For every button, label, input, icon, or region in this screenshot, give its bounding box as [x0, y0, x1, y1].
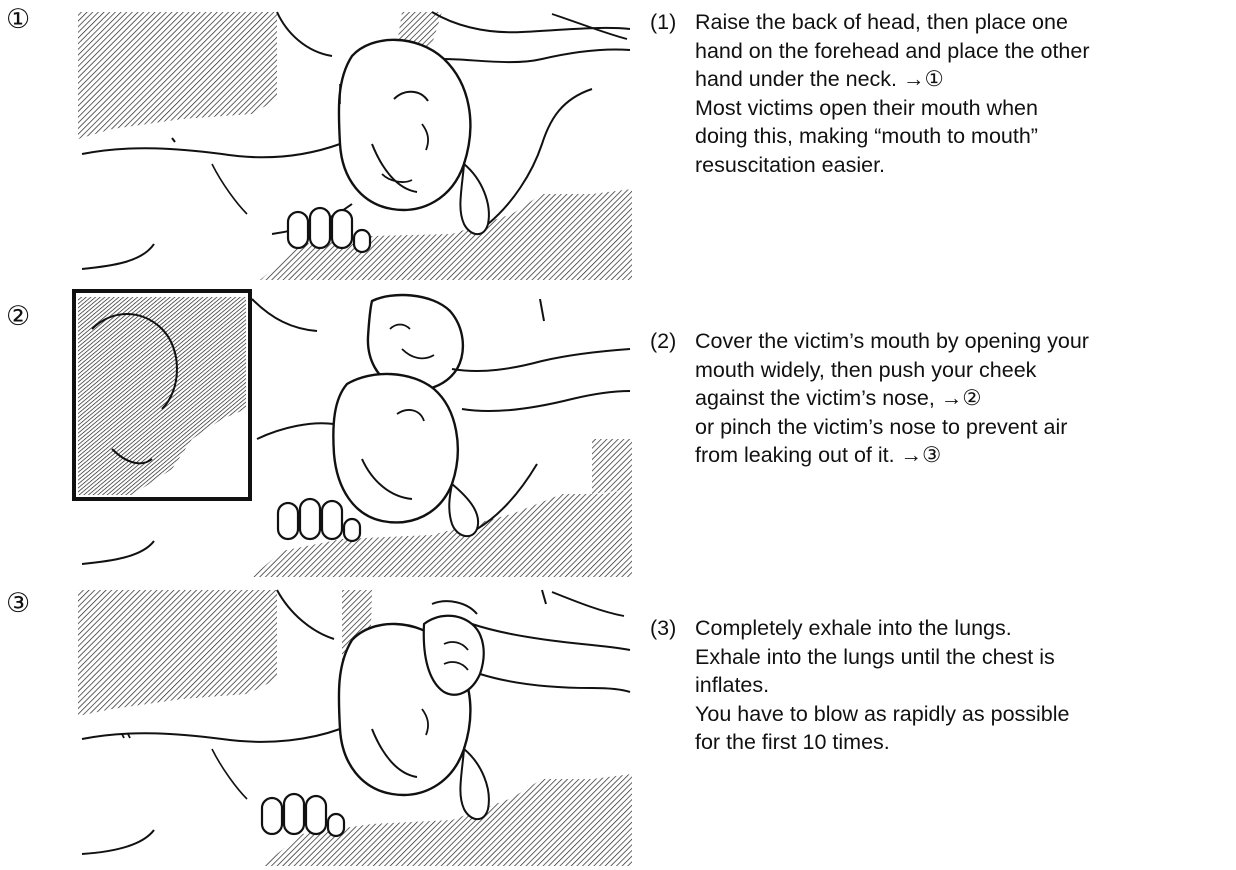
- step-3-number: (3): [650, 614, 676, 643]
- step-1-line: hand on the forehead and place the other: [695, 37, 1224, 66]
- step-1-line: resuscitation easier.: [695, 151, 1224, 180]
- step-1-line: doing this, making “mouth to mouth”: [695, 122, 1224, 151]
- step-2-line: mouth widely, then push your cheek: [695, 356, 1224, 385]
- step-2-marker: ②: [6, 303, 30, 330]
- cheek-seal-drawing: [72, 289, 632, 577]
- step-3-line: Completely exhale into the lungs.: [695, 614, 1224, 643]
- step-3-line: Exhale into the lungs until the chest is: [695, 643, 1224, 672]
- step-1: ①: [0, 0, 1236, 285]
- step-3: ③: [0, 580, 1236, 870]
- nose-pinch-drawing: [72, 584, 632, 866]
- step-2-line: or pinch the victim’s nose to prevent ai…: [695, 413, 1224, 442]
- step-2-line: from leaking out of it. →③: [695, 441, 1224, 470]
- step-1-line: Raise the back of head, then place one: [695, 8, 1224, 37]
- step-2-line: against the victim’s nose, →②: [695, 384, 1224, 413]
- step-1-line: Most victims open their mouth when: [695, 94, 1224, 123]
- step-2-line: Cover the victim’s mouth by opening your: [695, 327, 1224, 356]
- step-1-number: (1): [650, 8, 676, 37]
- step-1-line: hand under the neck. →①: [695, 65, 1224, 94]
- illustration-nose-pinch: [72, 584, 632, 866]
- step-3-line: for the first 10 times.: [695, 728, 1224, 757]
- illustration-cheek-seal: [72, 289, 632, 577]
- step-3-line: You have to blow as rapidly as possible: [695, 700, 1224, 729]
- step-2: ②: [0, 285, 1236, 580]
- head-tilt-drawing: [72, 4, 632, 280]
- step-3-marker: ③: [6, 590, 30, 617]
- step-1-marker: ①: [6, 6, 30, 33]
- step-2-number: (2): [650, 327, 676, 356]
- step-3-line: inflates.: [695, 671, 1224, 700]
- illustration-head-tilt: [72, 4, 632, 280]
